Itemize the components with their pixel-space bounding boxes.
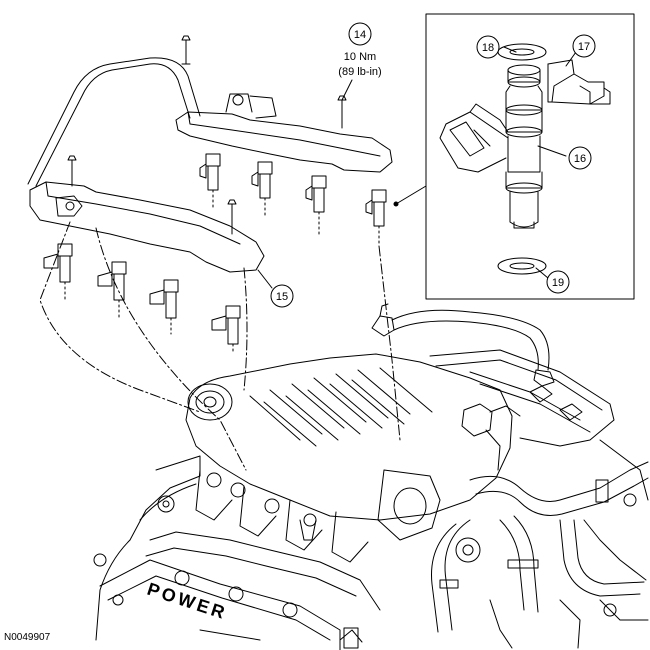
leader-14 xyxy=(341,79,353,101)
supercharger xyxy=(185,353,521,541)
upper-o-ring xyxy=(497,43,547,61)
callout-15: 15 xyxy=(257,269,294,308)
engine-cover-lettering: POWER xyxy=(145,579,230,624)
callout-19-label: 19 xyxy=(552,277,564,289)
power-lettering: POWER xyxy=(145,579,230,624)
inset-pointer-dot xyxy=(393,201,399,207)
torque-imperial: (89 lb-in) xyxy=(338,66,381,78)
callout-18: 18 xyxy=(476,35,500,59)
rear-injector-1 xyxy=(199,153,221,211)
fuel-crossover-tube xyxy=(27,57,201,187)
torque-metric: 10 Nm xyxy=(344,51,376,63)
engine-block: POWER xyxy=(93,455,381,650)
callout-15-label: 15 xyxy=(276,291,288,303)
rear-fuel-rail xyxy=(175,35,393,173)
detail-inset: 18 17 16 19 xyxy=(425,13,635,300)
rear-injector-3 xyxy=(305,175,327,235)
rear-injectors xyxy=(199,153,387,247)
front-fuel-rail xyxy=(29,155,265,273)
front-injector-1 xyxy=(43,243,73,301)
figure-id: N0049907 xyxy=(4,632,51,643)
callout-17-label: 17 xyxy=(578,41,590,53)
callout-16: 16 xyxy=(568,146,592,170)
pcv-hose xyxy=(371,303,555,387)
callout-18-label: 18 xyxy=(482,42,494,54)
rear-injector-2 xyxy=(251,161,273,219)
inset-fuel-injector xyxy=(439,64,543,229)
coolant-hoses xyxy=(431,461,649,633)
leader-16 xyxy=(537,145,567,157)
front-injector-4 xyxy=(211,305,241,355)
valve-cover-right xyxy=(429,349,615,447)
right-bank-lower xyxy=(489,439,649,649)
leader-17 xyxy=(565,51,577,67)
lower-o-ring xyxy=(497,257,547,275)
callout-17: 17 xyxy=(572,34,596,58)
front-injector-3 xyxy=(149,279,179,335)
detail-inset-frame xyxy=(425,13,635,300)
front-injector-2 xyxy=(97,261,127,319)
engine-assembly: POWER xyxy=(93,303,649,650)
callout-14: 14 xyxy=(348,22,372,46)
intake-runners xyxy=(195,469,369,563)
inset-pointer-line xyxy=(395,185,427,205)
front-injectors xyxy=(43,243,241,355)
callout-16-label: 16 xyxy=(574,153,586,165)
leader-19 xyxy=(535,267,549,279)
injector-retaining-clip xyxy=(547,59,611,105)
installation-path-lines xyxy=(39,221,401,471)
leader-18 xyxy=(503,46,517,53)
rear-injector-4 xyxy=(365,189,387,247)
callout-19: 19 xyxy=(546,270,570,294)
leader-15 xyxy=(257,269,273,289)
callout-14-label: 14 xyxy=(354,29,366,41)
